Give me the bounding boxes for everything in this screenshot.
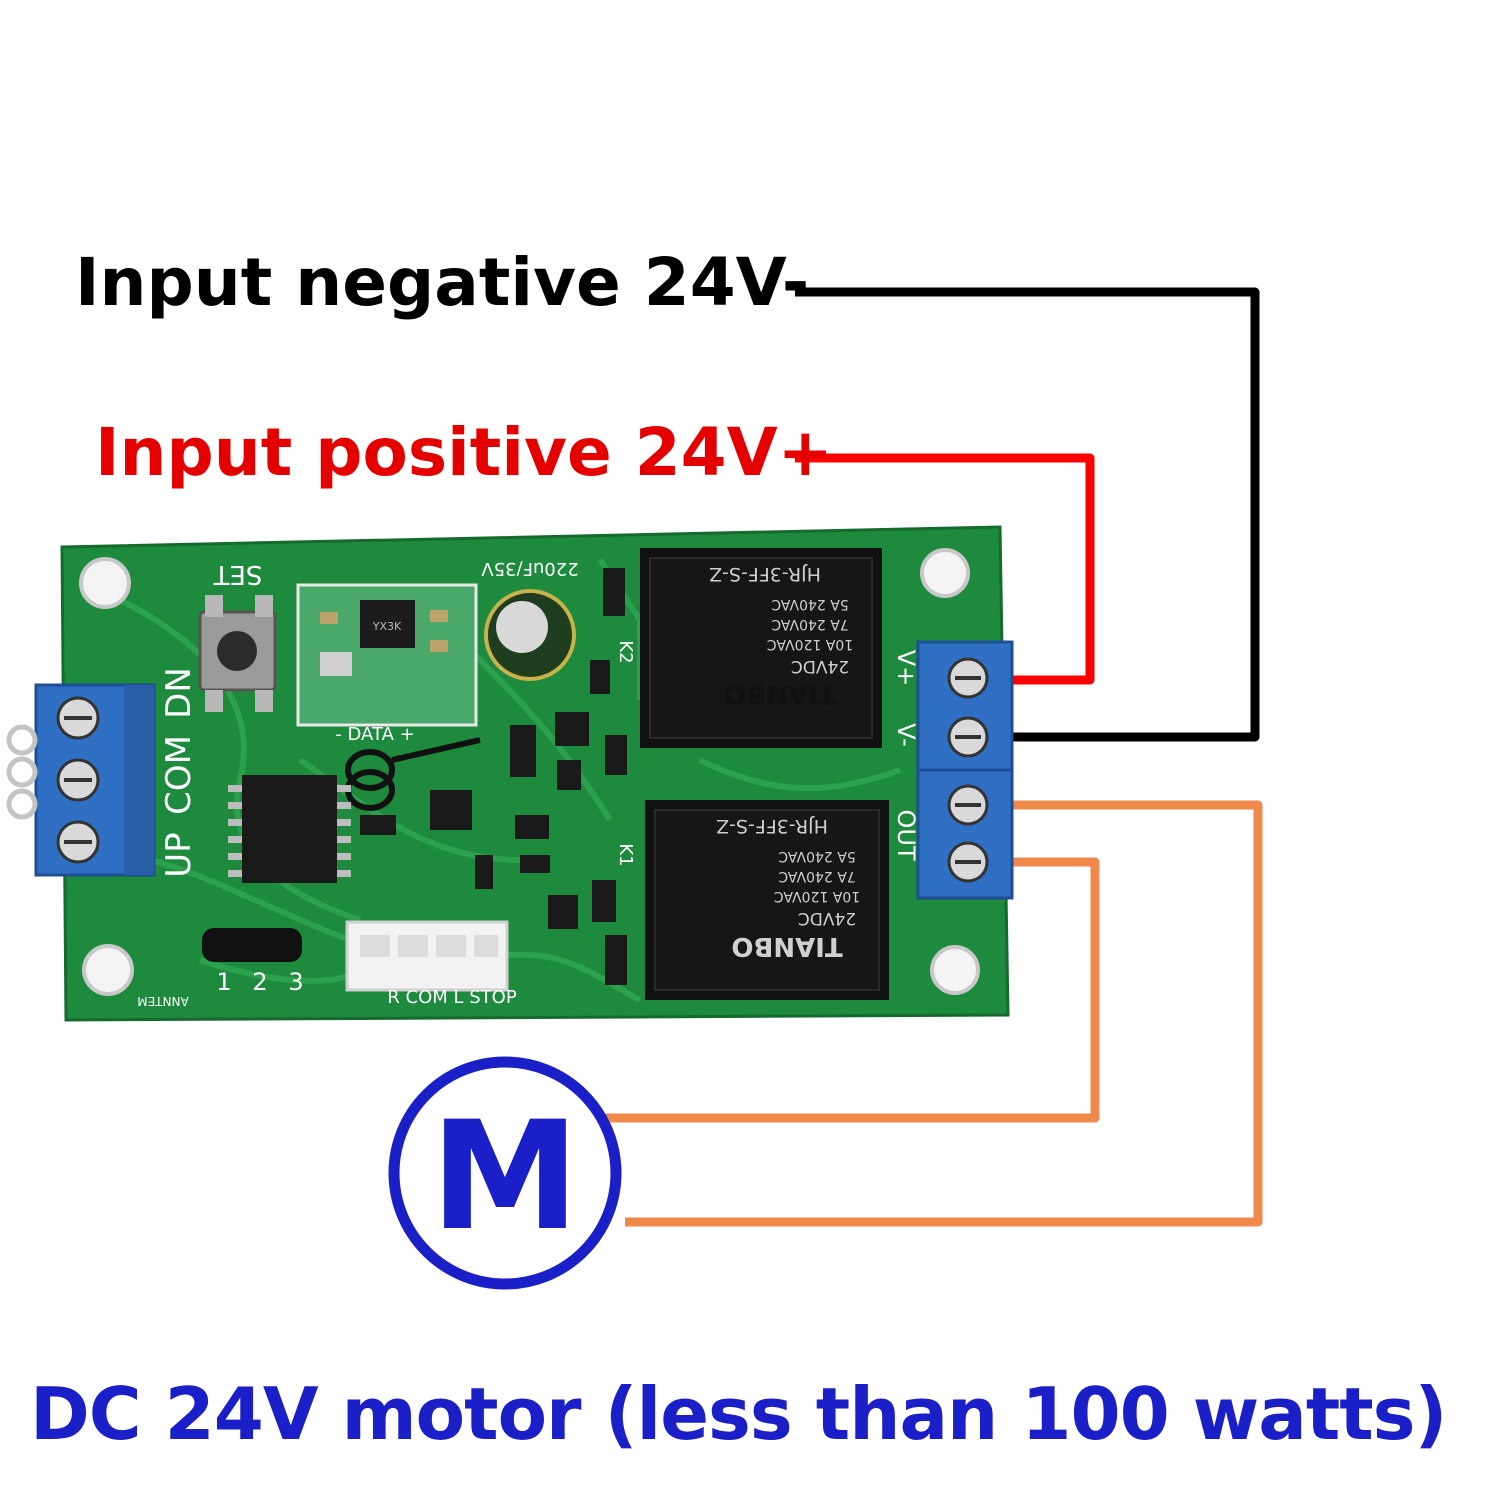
relay-k2-brand: TIANBO bbox=[724, 679, 835, 709]
relay-k2-coil: 24VDC bbox=[791, 656, 849, 676]
data-pins-label: - DATA + bbox=[335, 724, 414, 745]
motor-wire-1 bbox=[625, 800, 1263, 1227]
positive-input-label: Input positive 24V+ bbox=[95, 414, 833, 491]
connector-label: R COM L STOP bbox=[387, 987, 517, 1008]
module-chip-label: YX3K bbox=[372, 620, 402, 633]
motor-letter: M bbox=[430, 1090, 579, 1264]
terminal-label-com: COM bbox=[159, 735, 199, 815]
mount-hole-tl bbox=[79, 557, 131, 609]
right-terminal-block bbox=[916, 640, 1014, 900]
ic-chip bbox=[228, 775, 351, 883]
capacitor-label: 220uF/35V bbox=[481, 558, 579, 579]
terminal-label-out: OUT bbox=[892, 809, 920, 860]
negative-wire bbox=[795, 287, 1260, 742]
terminal-label-vminus: V- bbox=[892, 723, 920, 747]
motor-symbol: M bbox=[388, 1056, 622, 1290]
relay-k1-rating1: 10A 120VAC bbox=[774, 888, 861, 904]
jumper-pin-1: 1 bbox=[216, 968, 231, 996]
white-connector: R COM L STOP bbox=[345, 920, 517, 1008]
jumper-pin-3: 3 bbox=[288, 968, 303, 996]
terminal-label-dn: DN bbox=[159, 667, 199, 719]
relay-k1: TIANBO 24VDC 10A 120VAC 7A 240VAC 5A 240… bbox=[615, 800, 889, 1000]
relay-k1-model: HJR-3FF-S-Z bbox=[716, 815, 828, 837]
relay-k1-brand: TIANBO bbox=[731, 931, 842, 961]
motor-circle bbox=[388, 1056, 622, 1290]
rf-receiver-module: YX3K - DATA + bbox=[296, 583, 478, 745]
relay-controller-board: SET YX3K - DATA + 220uF/35V bbox=[6, 525, 1014, 1022]
positive-wire bbox=[795, 453, 1095, 685]
jumper-pin-2: 2 bbox=[252, 968, 267, 996]
mount-hole-bl bbox=[82, 944, 134, 996]
set-button: SET bbox=[198, 559, 277, 712]
relay-k1-coil: 24VDC bbox=[798, 908, 856, 928]
relay-k2-rating3: 5A 240VAC bbox=[771, 596, 849, 612]
set-label: SET bbox=[213, 559, 262, 589]
relay-k1-rating2: 7A 240VAC bbox=[778, 868, 856, 884]
relay-k2-model: HJR-3FF-S-Z bbox=[709, 563, 821, 585]
relay-k2: TIANBO 24VDC 10A 120VAC 7A 240VAC 5A 240… bbox=[615, 548, 882, 748]
negative-input-label: Input negative 24V- bbox=[75, 244, 810, 321]
left-terminal-block bbox=[6, 683, 156, 877]
relay-k2-ref: K2 bbox=[615, 640, 636, 663]
terminal-label-vplus: V+ bbox=[892, 650, 920, 687]
motor-wire-2 bbox=[600, 857, 1100, 1123]
relay-k1-ref: K1 bbox=[615, 843, 636, 866]
terminal-label-up: UP bbox=[159, 832, 199, 877]
relay-k1-rating3: 5A 240VAC bbox=[778, 848, 856, 864]
relay-k2-rating1: 10A 120VAC bbox=[767, 636, 854, 652]
relay-k2-rating2: 7A 240VAC bbox=[771, 616, 849, 632]
smd-components bbox=[360, 568, 627, 985]
motor-caption: DC 24V motor (less than 100 watts) bbox=[30, 1372, 1447, 1456]
mount-hole-br bbox=[930, 945, 980, 995]
maker-label: ANNTEM bbox=[137, 994, 188, 1008]
capacitor: 220uF/35V bbox=[481, 558, 579, 681]
mount-hole-tr bbox=[920, 548, 970, 598]
jumper: 1 2 3 bbox=[202, 928, 304, 996]
